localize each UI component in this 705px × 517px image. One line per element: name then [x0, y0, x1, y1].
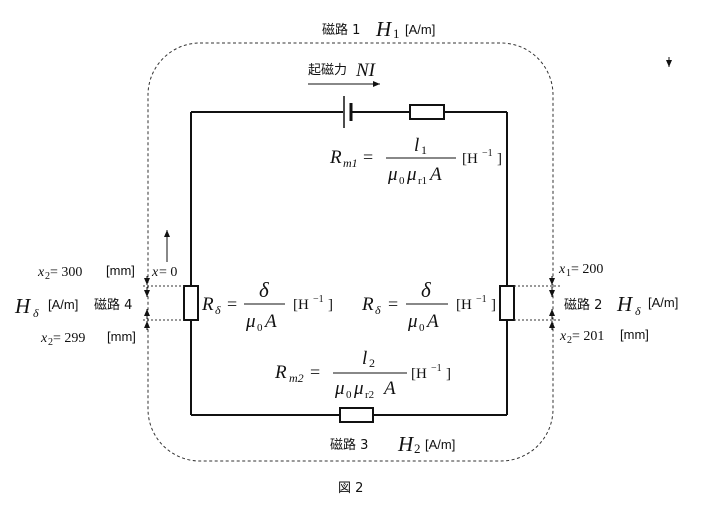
rdelta-left-unit-close: ]	[328, 297, 333, 313]
mmf-label: 起磁力	[308, 63, 347, 78]
rm2-numerator: l	[362, 348, 367, 369]
rm2-den-A: A	[382, 378, 396, 399]
rm1-den-mu0: μ	[387, 164, 398, 185]
x1-200-x: x	[558, 262, 566, 277]
path1-label: 磁路 1	[322, 22, 360, 38]
x2-300-x: x	[37, 265, 45, 280]
path3-H: H	[397, 432, 415, 456]
magnetic-path-outline	[147, 42, 554, 462]
rm1-equals: =	[363, 147, 373, 167]
rdelta-right-R: R	[361, 294, 374, 315]
x1-200-sub: 1	[566, 268, 571, 279]
resistor-rm1	[409, 104, 445, 120]
rm1-den-mur: μ	[406, 164, 417, 185]
rm2-unit-H: [H	[411, 366, 427, 382]
rm2-den-r2: r2	[365, 389, 374, 401]
rm1-den-0: 0	[399, 175, 405, 187]
x2-201-sub: 2	[567, 335, 572, 346]
path4-label: 磁路 4	[94, 297, 132, 313]
rm2-numerator-sub: 2	[369, 356, 375, 370]
rdelta-left-sub: δ	[215, 303, 221, 317]
x2-299-value: = 299	[53, 331, 85, 346]
x2-300-unit: [mm]	[106, 263, 135, 278]
path3-H-sub: 2	[414, 441, 421, 456]
x2-201-value: = 201	[572, 329, 604, 344]
mmf-symbol: NI	[355, 60, 377, 81]
rm2-equals: =	[310, 362, 320, 382]
rdelta-right-unit-H: [H	[456, 297, 472, 313]
path1-unit: [A/m]	[405, 22, 435, 37]
rdelta-right-sub: δ	[375, 303, 381, 317]
rdelta-right-unit-close: ]	[491, 297, 496, 313]
rdelta-left-den-0: 0	[257, 322, 263, 334]
rdelta-left-equals: =	[227, 294, 237, 314]
rdelta-right-equals: =	[388, 294, 398, 314]
rdelta-right-den-A: A	[425, 311, 439, 332]
rm1-numerator: l	[414, 135, 419, 156]
rm1-den-A: A	[428, 164, 442, 185]
circuit-wires	[190, 111, 508, 416]
left-H-sub: δ	[33, 306, 39, 320]
left-unit: [A/m]	[48, 297, 78, 312]
x2-201-x: x	[559, 329, 567, 344]
x0-value: = 0	[159, 265, 177, 280]
x2-300-value: = 300	[50, 265, 82, 280]
right-H: H	[616, 292, 634, 316]
rdelta-left-R: R	[201, 294, 214, 315]
battery-symbol	[343, 96, 353, 128]
fraction-bars	[244, 157, 456, 374]
rm1-symbol: R	[329, 147, 342, 168]
gap-extension-lines	[143, 285, 560, 321]
rm2-den-0: 0	[346, 389, 352, 401]
rdelta-right-den-mu: μ	[407, 311, 418, 332]
rdelta-left-unit-exp: −1	[313, 294, 324, 305]
rm1-den-r1: r1	[418, 175, 427, 187]
rm1-unit-close: ]	[497, 151, 502, 167]
right-H-sub: δ	[635, 304, 641, 318]
x2-201-unit: [mm]	[620, 327, 649, 342]
rm2-unit-close: ]	[446, 366, 451, 382]
resistor-rdelta-left	[183, 285, 199, 321]
x2-299-sub: 2	[48, 337, 53, 348]
path2-label: 磁路 2	[564, 297, 602, 313]
path3-label: 磁路 3	[330, 437, 368, 453]
rm1-unit-H: [H	[462, 151, 478, 167]
rm1-numerator-sub: 1	[421, 143, 427, 157]
path1-H-sub: 1	[393, 26, 400, 41]
x1-200-value: = 200	[571, 262, 603, 277]
rm2-subscript: m2	[289, 371, 304, 385]
rm2-den-mur: μ	[353, 378, 364, 399]
rm1-unit-exp: −1	[482, 148, 493, 159]
path1-H: H	[375, 17, 393, 41]
rdelta-right-unit-exp: −1	[476, 294, 487, 305]
x2-300-sub: 2	[45, 271, 50, 282]
x2-299-x: x	[40, 331, 48, 346]
rdelta-right-num: δ	[421, 278, 432, 302]
rm2-den-mu0: μ	[334, 378, 345, 399]
rdelta-left-num: δ	[259, 278, 270, 302]
figure-caption: 図 2	[338, 481, 363, 496]
resistor-rdelta-right	[499, 285, 515, 321]
path3-unit: [A/m]	[425, 437, 455, 452]
rm2-symbol: R	[274, 362, 287, 383]
rm1-subscript: m1	[343, 156, 358, 170]
rdelta-right-den-0: 0	[419, 322, 425, 334]
rdelta-left-unit-H: [H	[293, 297, 309, 313]
rdelta-left-den-A: A	[263, 311, 277, 332]
x2-299-unit: [mm]	[107, 329, 136, 344]
right-unit: [A/m]	[648, 295, 678, 310]
x0-x: x	[151, 265, 159, 280]
left-H: H	[14, 294, 32, 318]
rdelta-left-den-mu: μ	[245, 311, 256, 332]
rm2-unit-exp: −1	[431, 363, 442, 374]
resistor-rm2	[339, 407, 374, 423]
